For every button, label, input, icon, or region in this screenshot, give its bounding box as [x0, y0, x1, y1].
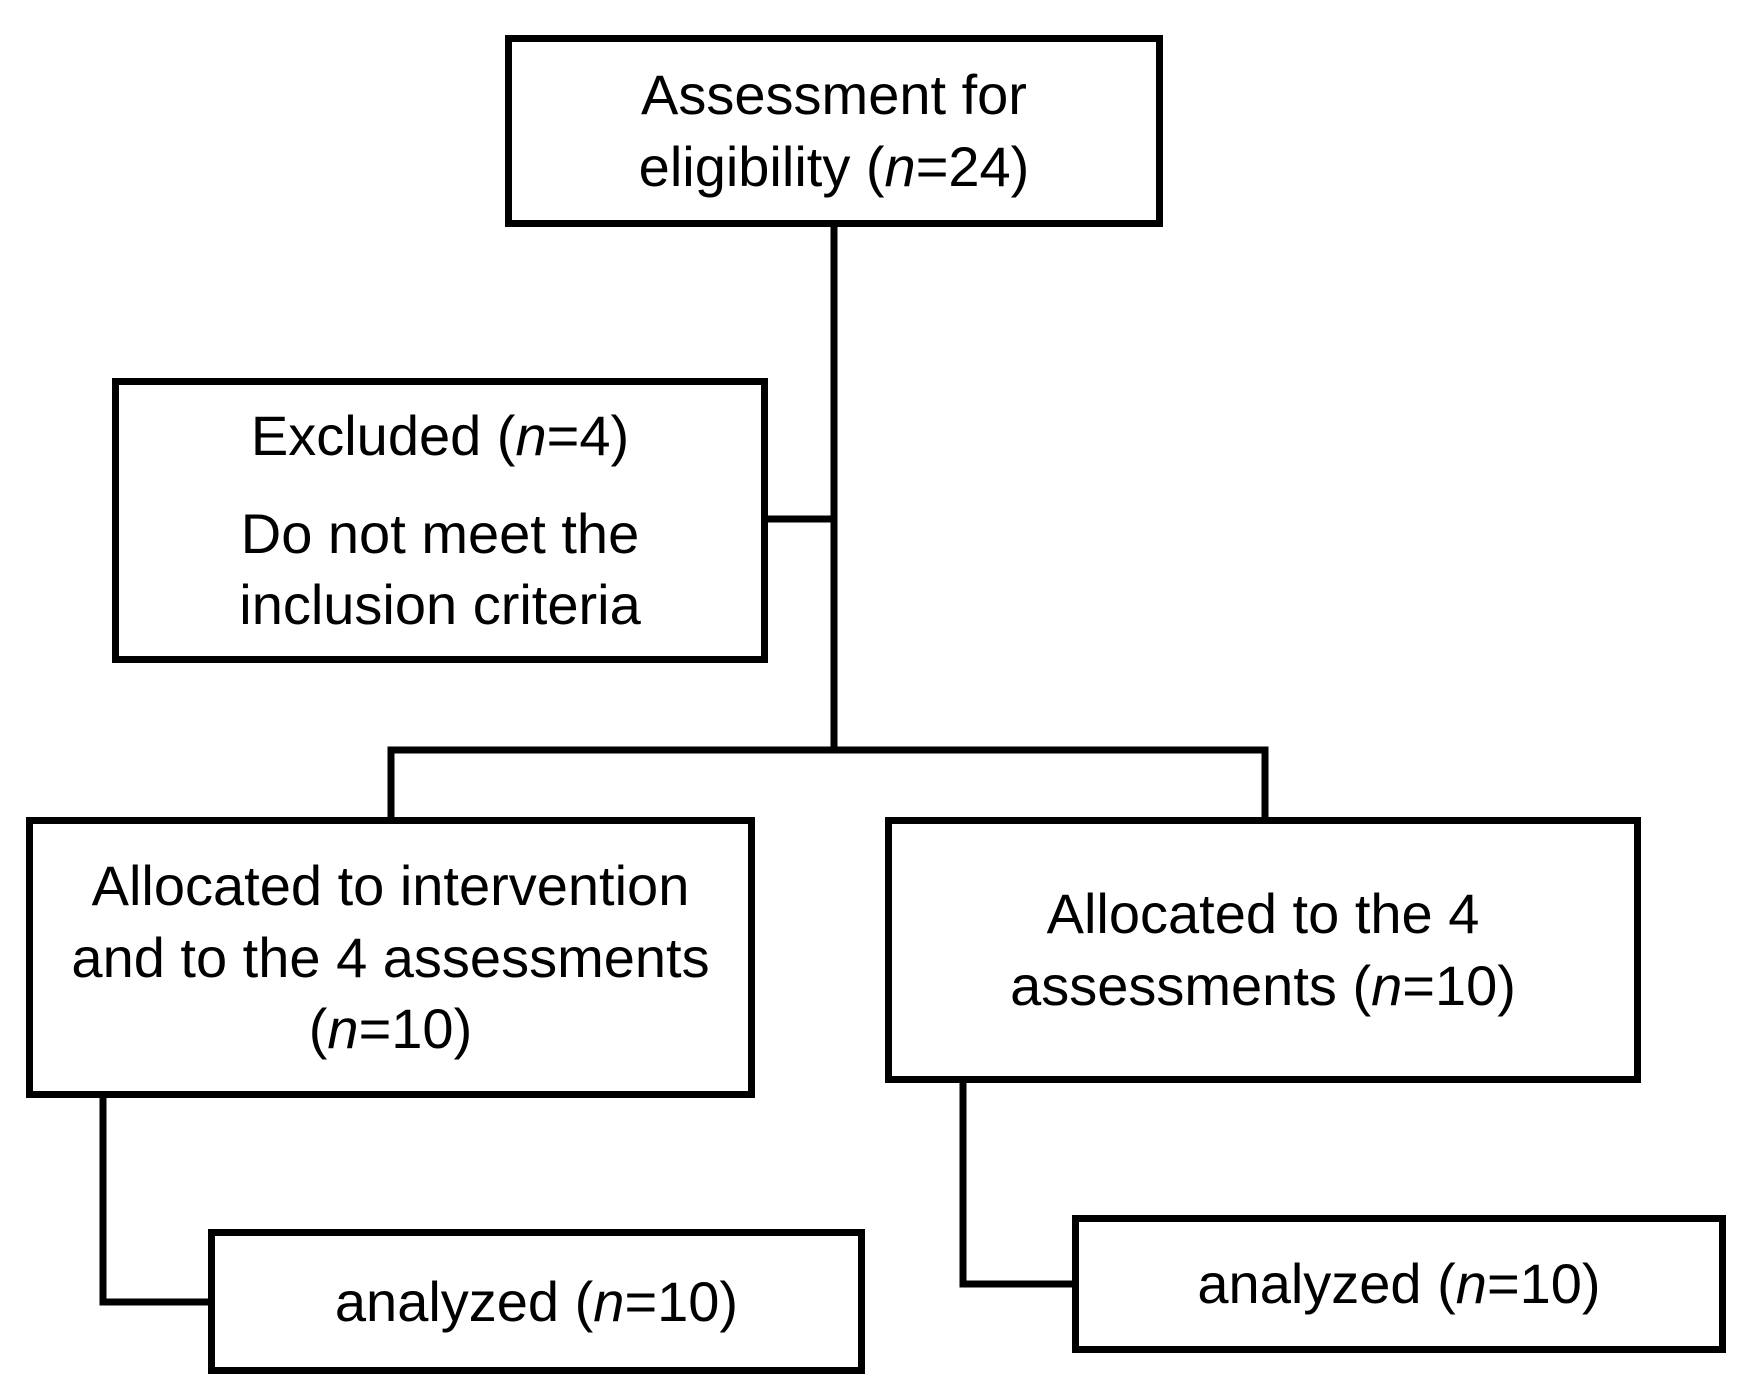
- excluded-line-3: inclusion criteria: [239, 573, 641, 637]
- analyzed-intervention-box: analyzed (n=10): [208, 1229, 865, 1374]
- eligibility-count: =24): [915, 135, 1030, 198]
- intervention-allocation-box: Allocated to intervention and to the 4 a…: [26, 817, 755, 1098]
- intervention-count: =10): [358, 997, 473, 1061]
- eligibility-n-symbol: n: [884, 135, 916, 198]
- eligibility-line-2-prefix: eligibility (: [638, 135, 885, 198]
- excluded-box: Excluded (n=4) Do not meet the inclusion…: [112, 378, 768, 663]
- connector-intervention-to-analyzed: [99, 1094, 212, 1306]
- intervention-line-1: Allocated to intervention: [91, 853, 690, 917]
- control-allocation-box: Allocated to the 4 assessments (n=10): [885, 817, 1641, 1083]
- analyzed-intervention-text: analyzed (n=10): [335, 1266, 738, 1338]
- excluded-line-1-prefix: Excluded (: [250, 403, 516, 467]
- eligibility-line-2: eligibility (n=24): [639, 131, 1030, 203]
- analyzed-control-text: analyzed (n=10): [1197, 1248, 1600, 1320]
- control-line-2-prefix: assessments (: [1010, 954, 1372, 1017]
- analyzed-intervention-prefix: analyzed (: [334, 1269, 594, 1333]
- analyzed-intervention-n-symbol: n: [593, 1269, 625, 1333]
- analyzed-control-n-symbol: n: [1455, 1252, 1487, 1316]
- intervention-n-symbol: n: [327, 997, 359, 1061]
- control-line-1: Allocated to the 4: [1046, 882, 1480, 946]
- connector-control-to-analyzed: [959, 1079, 1076, 1288]
- eligibility-assessment-box: Assessment for eligibility (n=24): [505, 35, 1163, 227]
- control-line-2: assessments (n=10): [1010, 950, 1516, 1022]
- excluded-n-symbol: n: [515, 403, 547, 467]
- intervention-line-2: and to the 4 assessments: [71, 925, 710, 989]
- analyzed-control-count: =10): [1486, 1252, 1601, 1316]
- excluded-line-2: Do not meet the: [240, 501, 640, 565]
- intervention-line-3: (n=10): [309, 993, 472, 1065]
- excluded-line-1: Excluded (n=4): [251, 400, 629, 472]
- control-n-symbol: n: [1371, 954, 1403, 1017]
- analyzed-control-prefix: analyzed (: [1197, 1252, 1456, 1316]
- eligibility-line-1: Assessment for: [641, 63, 1027, 127]
- intervention-line-3-prefix: (: [308, 997, 328, 1061]
- analyzed-control-box: analyzed (n=10): [1072, 1215, 1726, 1353]
- analyzed-intervention-count: =10): [624, 1269, 739, 1333]
- excluded-count: =4): [546, 403, 630, 467]
- control-count: =10): [1402, 954, 1516, 1017]
